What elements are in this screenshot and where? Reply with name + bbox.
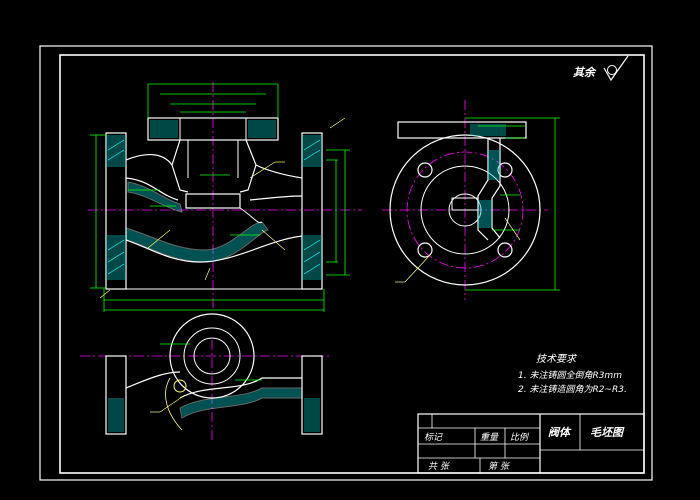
roughness-label: 其余 xyxy=(573,66,597,79)
drawing-frame xyxy=(39,45,653,481)
title-block-weight-label: 重量 xyxy=(480,432,499,443)
title-block-drawing-name: 毛坯图 xyxy=(590,426,625,439)
technical-requirements: 技术要求 1. 未注铸圆全倒角R3mm 2. 未注铸造圆角为R2~R3. xyxy=(518,353,627,395)
title-block: 标记 重量 比例 共 张 第 张 阀体 毛坯图 xyxy=(417,413,645,474)
title-block-part-name: 阀体 xyxy=(548,426,572,439)
title-block-mark-label: 标记 xyxy=(424,432,443,443)
roughness-check-icon xyxy=(603,55,629,82)
tech-req-title: 技术要求 xyxy=(536,353,578,365)
title-block-sheets-total: 共 张 xyxy=(428,461,451,472)
title-block-scale-label: 比例 xyxy=(510,432,530,443)
tech-req-item-1: 1. 未注铸圆全倒角R3mm xyxy=(518,370,622,381)
tech-req-item-2: 2. 未注铸造圆角为R2~R3. xyxy=(518,384,627,395)
top-view xyxy=(80,313,330,440)
front-view xyxy=(88,82,362,312)
title-block-sheet-number: 第 张 xyxy=(488,461,511,472)
side-view xyxy=(382,100,560,300)
roughness-symbol: 其余 xyxy=(573,55,629,82)
